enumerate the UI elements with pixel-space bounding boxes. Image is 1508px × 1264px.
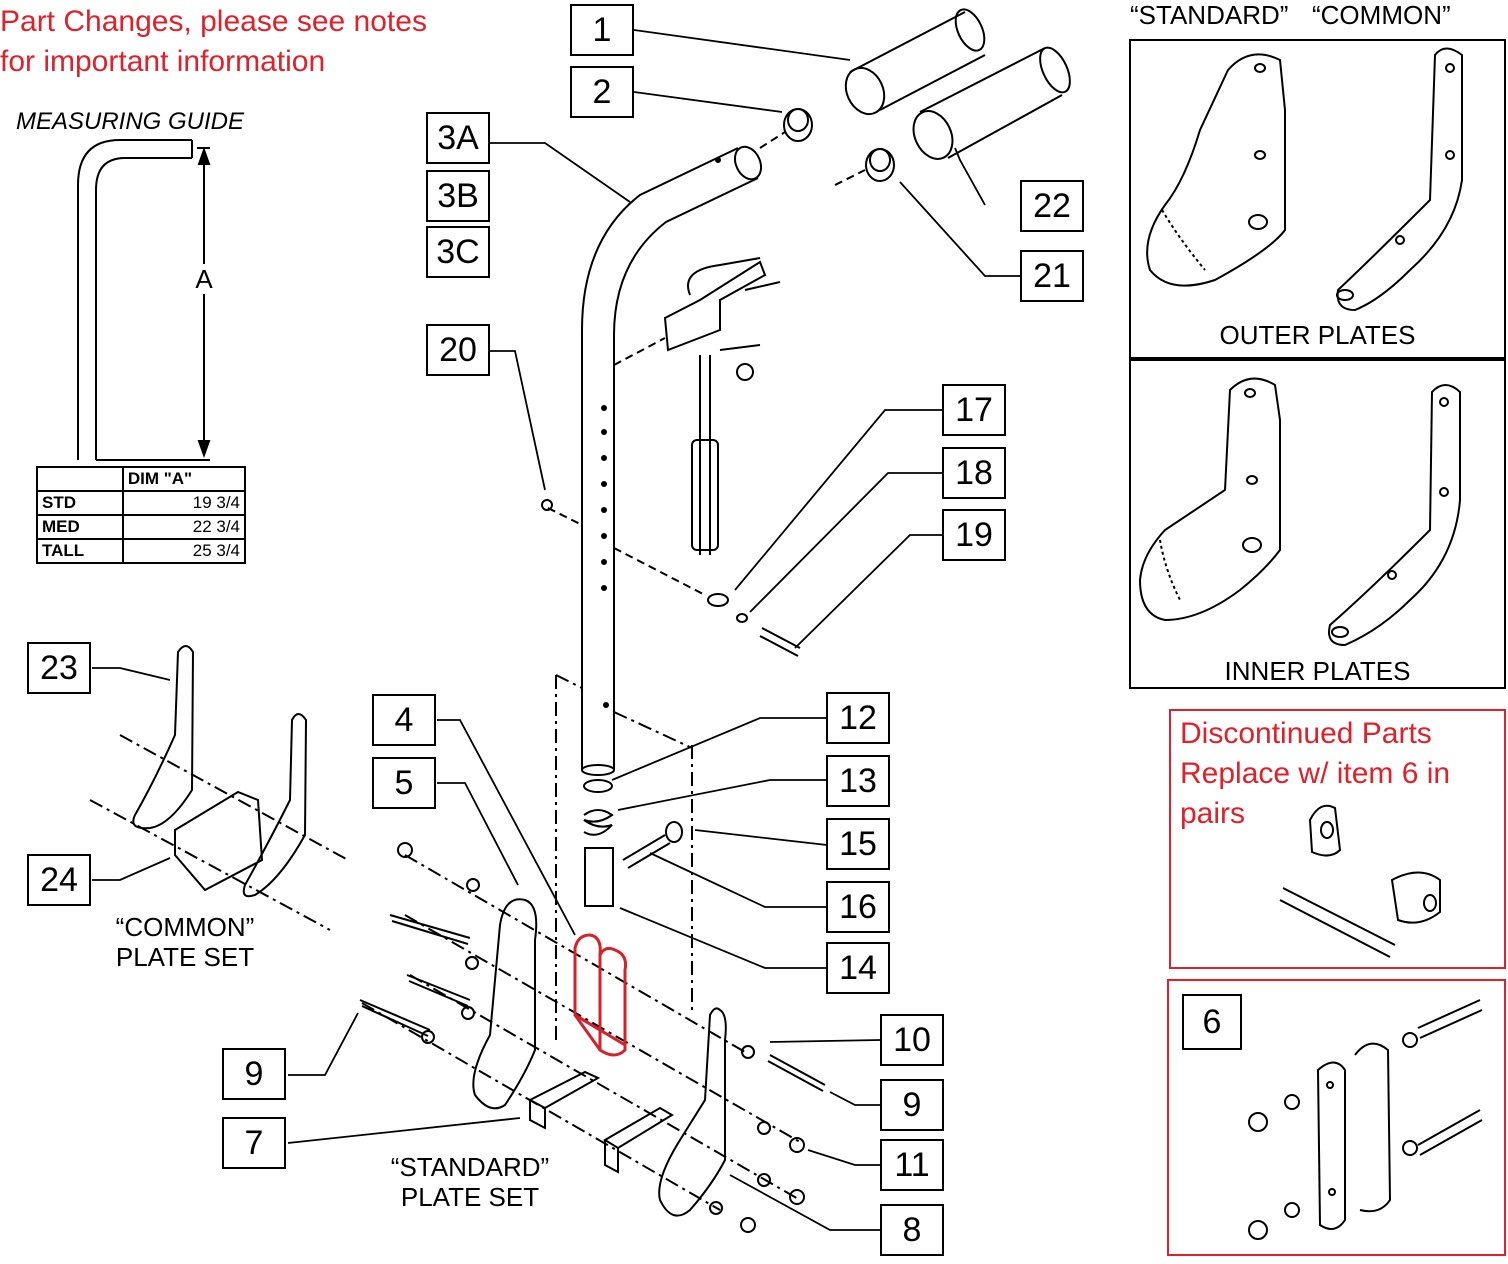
callout-14: 14: [826, 942, 890, 994]
common-bracket: [174, 790, 264, 892]
table-header-cell: DIM "A": [121, 466, 247, 492]
outer-plates-label: OUTER PLATES: [1219, 320, 1416, 350]
common-plate-set-line-2: PLATE SET: [115, 942, 255, 972]
dimension-letter: A: [193, 264, 215, 294]
table-cell-size: TALL: [36, 538, 124, 564]
callout-17: 17: [942, 384, 1006, 436]
standard-plate-set-line-2: PLATE SET: [400, 1182, 540, 1212]
item-6-box: [1167, 979, 1506, 1256]
callout-10: 10: [880, 1014, 944, 1066]
standard-inner-plate: [658, 1007, 727, 1217]
common-header: “COMMON”: [1312, 0, 1451, 30]
callout-11: 11: [880, 1139, 944, 1191]
table-cell-size: STD: [36, 490, 124, 516]
callout-1: 1: [570, 4, 634, 56]
callout-8: 8: [880, 1204, 944, 1256]
table-cell-value: 19 3/4: [121, 490, 247, 516]
callout-7: 7: [222, 1117, 286, 1169]
table-cell-value: 25 3/4: [121, 538, 247, 564]
part-changes-line-1: Part Changes, please see notes: [0, 5, 427, 38]
standard-outer-plate: [472, 898, 538, 1110]
standard-plate-set-label: “STANDARD” PLATE SET: [360, 1152, 580, 1212]
handle-grip-22: [919, 47, 1063, 159]
inner-plates-box: [1129, 359, 1506, 689]
table-header-cell: [36, 466, 124, 492]
callout-16: 16: [826, 881, 890, 933]
callout-2: 2: [570, 66, 634, 118]
callout-18: 18: [942, 447, 1006, 499]
callout-5: 5: [372, 757, 436, 809]
discontinued-line-1: Discontinued Parts: [1180, 717, 1432, 750]
latch-body: [663, 260, 767, 352]
table-cell-size: MED: [36, 514, 124, 540]
common-inner-plate: [242, 713, 308, 898]
callout-21: 21: [1020, 250, 1084, 302]
callout-20: 20: [426, 324, 490, 376]
callout-24: 24: [27, 854, 91, 906]
callout-3a: 3A: [426, 112, 490, 164]
highlighted-part-4: [573, 933, 627, 1057]
common-plate-set-label: “COMMON” PLATE SET: [90, 912, 280, 972]
guide-tube-outer: [77, 139, 192, 460]
callout-3b: 3B: [426, 170, 490, 222]
callout-3c: 3C: [426, 226, 490, 278]
callout-6: 6: [1182, 994, 1242, 1050]
back-post-tube-right: [613, 177, 759, 770]
callout-19: 19: [942, 509, 1006, 561]
table-cell-value: 22 3/4: [121, 514, 247, 540]
callout-22: 22: [1020, 180, 1084, 232]
callout-12: 12: [826, 692, 890, 744]
callout-9-right: 9: [880, 1079, 944, 1131]
handle-grip-1: [849, 11, 986, 111]
discontinued-line-3: pairs: [1180, 797, 1246, 830]
callout-13: 13: [826, 755, 890, 807]
guide-tube-inner: [95, 157, 192, 460]
callout-9-left: 9: [222, 1048, 286, 1100]
back-post-tube-left: [581, 147, 739, 770]
standard-plate-set-line-1: “STANDARD”: [390, 1152, 550, 1182]
discontinued-line-2: Replace w/ item 6 in: [1180, 757, 1451, 790]
standard-header: “STANDARD”: [1130, 0, 1289, 30]
callout-23: 23: [27, 642, 91, 694]
table-header-row: DIM "A": [36, 466, 247, 492]
part-changes-line-2: for important information: [0, 45, 326, 78]
inner-plates-label: INNER PLATES: [1224, 656, 1411, 686]
callout-4: 4: [372, 694, 436, 746]
discontinued-box: [1169, 709, 1506, 969]
part-changes-note: Part Changes, please see notes for impor…: [0, 2, 427, 82]
callout-15: 15: [826, 818, 890, 870]
common-outer-plate: [132, 645, 195, 830]
common-plate-set-line-1: “COMMON”: [115, 912, 255, 942]
outer-plates-box: [1129, 39, 1506, 359]
discontinued-note: Discontinued Parts Replace w/ item 6 in …: [1180, 714, 1450, 834]
measuring-guide-title: MEASURING GUIDE: [16, 108, 245, 135]
